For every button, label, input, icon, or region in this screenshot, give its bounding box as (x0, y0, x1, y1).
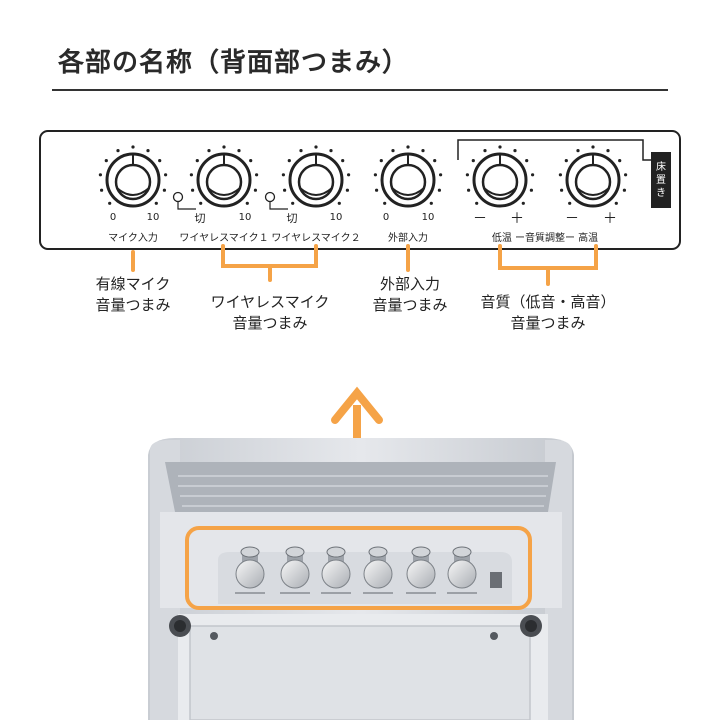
mini-knob-top (368, 546, 388, 558)
knob1-max: 10 (146, 212, 160, 223)
callout-lines (131, 244, 598, 286)
knob2-switch: 切 (194, 212, 206, 225)
knob-external-input (373, 145, 443, 208)
knob6-min: － (565, 211, 579, 227)
tone-bracket (457, 139, 651, 161)
mini-knob-label-line (363, 592, 393, 594)
mini-knob-base (406, 559, 436, 589)
knob2-max: 10 (238, 212, 252, 223)
knob3-switch: 切 (286, 212, 298, 225)
panel-highlight-frame (185, 526, 532, 610)
knob-group (98, 145, 628, 208)
mini-knob-top (411, 546, 431, 558)
callout-wired-mic: 有線マイク音量つまみ (95, 275, 171, 314)
knob-tone-low (465, 145, 535, 208)
knob-wireless-2 (281, 145, 351, 208)
switch-marker-2 (264, 191, 276, 203)
title-divider (52, 89, 668, 91)
mini-knob-label-line (447, 592, 477, 594)
knob1-min: 0 (109, 212, 117, 223)
knob-wireless-1 (189, 145, 259, 208)
mini-knob-label-line (235, 592, 265, 594)
knob6-max: ＋ (603, 211, 617, 227)
mini-knob-base (363, 559, 393, 589)
mini-knob-label-line (280, 592, 310, 594)
knob5-min: － (473, 211, 487, 227)
knob4-min: 0 (382, 212, 390, 223)
speaker-illustration (148, 438, 574, 720)
knob-tone-high (558, 145, 628, 208)
mini-knob-top (240, 546, 260, 558)
control-panel (39, 130, 681, 250)
knob3-max: 10 (329, 212, 343, 223)
knob4-max: 10 (421, 212, 435, 223)
callout-external-input: 外部入力音量つまみ (372, 275, 448, 314)
callout-wireless-mic: ワイヤレスマイク音量つまみ (210, 293, 330, 332)
knob2-label: ワイヤレスマイク１ (179, 233, 269, 244)
switch-marker-1 (172, 191, 184, 203)
mini-knob-label-line (321, 592, 351, 594)
mini-knob-label-line (406, 592, 436, 594)
knob5-max: ＋ (510, 211, 524, 227)
knob1-label: マイク入力 (108, 233, 158, 244)
mini-knob-base (321, 559, 351, 589)
mini-knob-top (285, 546, 305, 558)
knob3-label: ワイヤレスマイク２ (271, 233, 361, 244)
knob-mic-input (98, 145, 168, 208)
tone-label: 低温 ー音質調整ー 高温 (491, 233, 599, 244)
mini-knob-top (452, 546, 472, 558)
page-title: 各部の名称（背面部つまみ） (58, 48, 410, 78)
mini-knob-top (326, 546, 346, 558)
floor-placement-tag: 床 置 き (651, 152, 671, 208)
mini-knob-base (280, 559, 310, 589)
callout-tone: 音質（低音・高音）音量つまみ (480, 293, 616, 332)
knob4-label: 外部入力 (388, 233, 428, 244)
mini-knob-base (235, 559, 265, 589)
mini-knob-base (447, 559, 477, 589)
